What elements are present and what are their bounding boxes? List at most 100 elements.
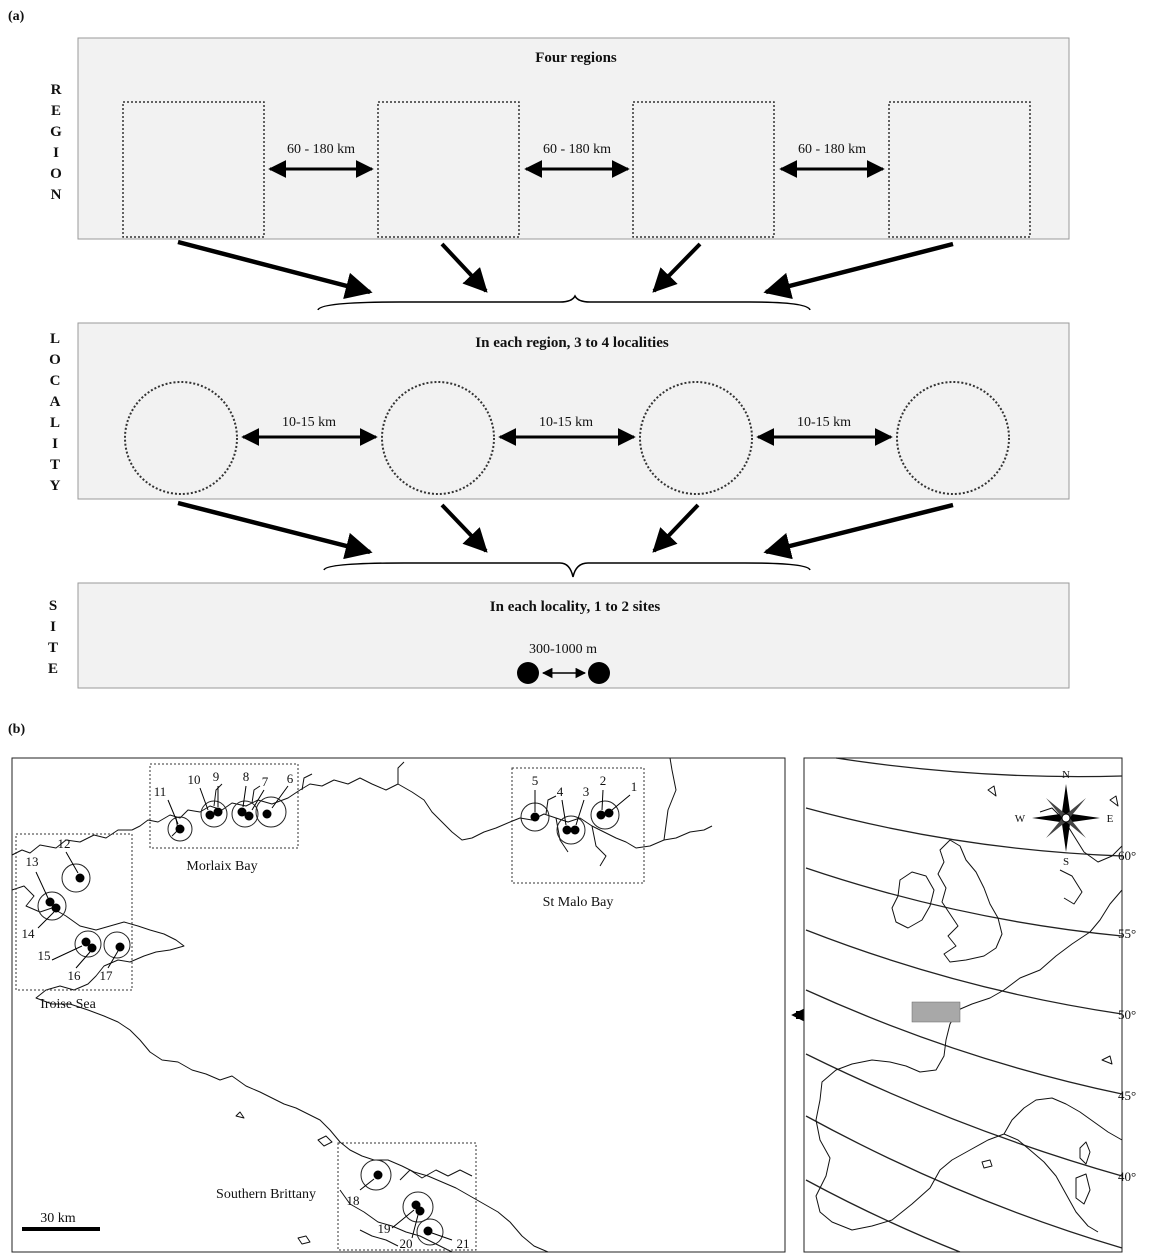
brittany-map: Morlaix Bay St Malo Bay Iroise Sea South…	[11, 757, 786, 1253]
side-letter: C	[50, 373, 61, 389]
region-square	[377, 101, 520, 238]
flow-arrow	[763, 502, 954, 560]
compass-star	[1046, 816, 1068, 838]
compass-n: N	[1062, 769, 1070, 781]
site-distance-label: 300-1000 m	[529, 642, 597, 657]
site-dot	[517, 662, 539, 684]
site-number: 6	[287, 771, 294, 786]
site-point	[115, 942, 125, 952]
site-point	[81, 937, 91, 947]
side-letter: I	[52, 436, 58, 452]
locality-ring	[231, 800, 259, 828]
site-number: 17	[100, 968, 114, 983]
panel-a-label: (a)	[8, 9, 25, 24]
locality-distance-label: 10-15 km	[282, 415, 336, 430]
site-point	[244, 811, 254, 821]
flow-arrow	[177, 500, 373, 560]
site-point	[175, 824, 185, 834]
locality-distance-label: 10-15 km	[797, 415, 851, 430]
locality-ring	[416, 1218, 444, 1246]
latitude-labels: 60° 55° 50° 45° 40°	[1118, 848, 1136, 1184]
side-letter: I	[50, 619, 56, 635]
corsica-outline	[1079, 1141, 1091, 1165]
site-number: 12	[58, 836, 71, 851]
site-point	[415, 1206, 425, 1216]
region-distance-label: 60 - 180 km	[798, 142, 866, 157]
leader-line	[242, 785, 247, 808]
flow-arrow	[763, 241, 954, 300]
leader-line	[51, 945, 83, 961]
locality-ring	[37, 891, 67, 921]
site-number: 11	[154, 784, 167, 799]
compass-star	[1062, 784, 1070, 818]
side-letter: T	[50, 457, 60, 473]
curly-brace	[317, 294, 811, 311]
site-number: 7	[262, 774, 269, 789]
region-box	[77, 37, 1070, 240]
site-number: 19	[378, 1221, 391, 1236]
leader-line	[37, 911, 55, 929]
site-number: 1	[631, 779, 638, 794]
region-square	[122, 101, 265, 238]
locality-ring	[167, 816, 193, 842]
leader-line	[411, 1214, 419, 1239]
brittany-highlight	[911, 1001, 961, 1023]
west-south-coastline	[11, 885, 549, 1253]
region-distance-label: 60 - 180 km	[287, 142, 355, 157]
side-letter: O	[49, 352, 61, 368]
region-side-label: R E G I O N	[50, 82, 62, 203]
locality-to-site-arrows	[177, 500, 954, 578]
site-number: 18	[347, 1193, 360, 1208]
site-point	[570, 825, 580, 835]
flow-arrow	[652, 242, 702, 293]
europe-map-frame	[803, 757, 1123, 1253]
locality-level: In each region, 3 to 4 localities L O C …	[49, 322, 1070, 500]
leader-line	[575, 799, 585, 826]
side-letter: O	[50, 166, 62, 182]
site-point	[604, 808, 614, 818]
compass-star	[1064, 798, 1086, 820]
compass-star	[1032, 814, 1066, 822]
scale-bar-label: 30 km	[40, 1211, 76, 1226]
leader-line	[271, 785, 289, 809]
compass-star	[1064, 816, 1086, 838]
site-dot	[588, 662, 610, 684]
sardinia-outline	[1075, 1173, 1091, 1205]
curly-brace	[323, 562, 811, 578]
st-malo-bay-label: St Malo Bay	[543, 895, 614, 910]
side-letter: N	[51, 187, 62, 203]
leader-line	[167, 799, 179, 825]
locality-ring	[200, 800, 228, 828]
scandinavia-outline	[1039, 807, 1123, 905]
morlaix-bay-box	[149, 763, 299, 849]
site-point	[205, 810, 215, 820]
flow-arrow	[177, 239, 373, 299]
leader-line	[561, 799, 567, 826]
southern-brittany-label: Southern Brittany	[216, 1187, 316, 1202]
leader-line	[601, 789, 604, 811]
site-level: In each locality, 1 to 2 sites S I T E 3…	[48, 582, 1070, 689]
scale-bar-line	[22, 1227, 100, 1231]
site-number: 5	[532, 773, 539, 788]
compass-w: W	[1015, 813, 1026, 825]
locality-ring	[255, 796, 287, 828]
leader-line	[251, 789, 265, 811]
site-point	[530, 812, 540, 822]
site-point	[87, 943, 97, 953]
region-level: Four regions R E G I O N 60 - 180 km 60 …	[50, 37, 1070, 240]
st-malo-sites: 5 4 3 2 1	[520, 773, 638, 845]
site-point	[262, 809, 272, 819]
compass-star	[1046, 798, 1068, 820]
side-letter: L	[50, 331, 60, 347]
flow-arrow	[440, 503, 488, 553]
europe-coastlines	[815, 785, 1123, 1233]
morlaix-bay-label: Morlaix Bay	[186, 859, 257, 874]
site-point	[213, 807, 223, 817]
continent-outline	[815, 889, 1123, 1233]
site-point	[51, 903, 61, 913]
side-letter: L	[50, 415, 60, 431]
site-number: 9	[213, 769, 220, 784]
latitude-label: 60°	[1118, 848, 1136, 863]
locality-ring	[103, 931, 131, 959]
